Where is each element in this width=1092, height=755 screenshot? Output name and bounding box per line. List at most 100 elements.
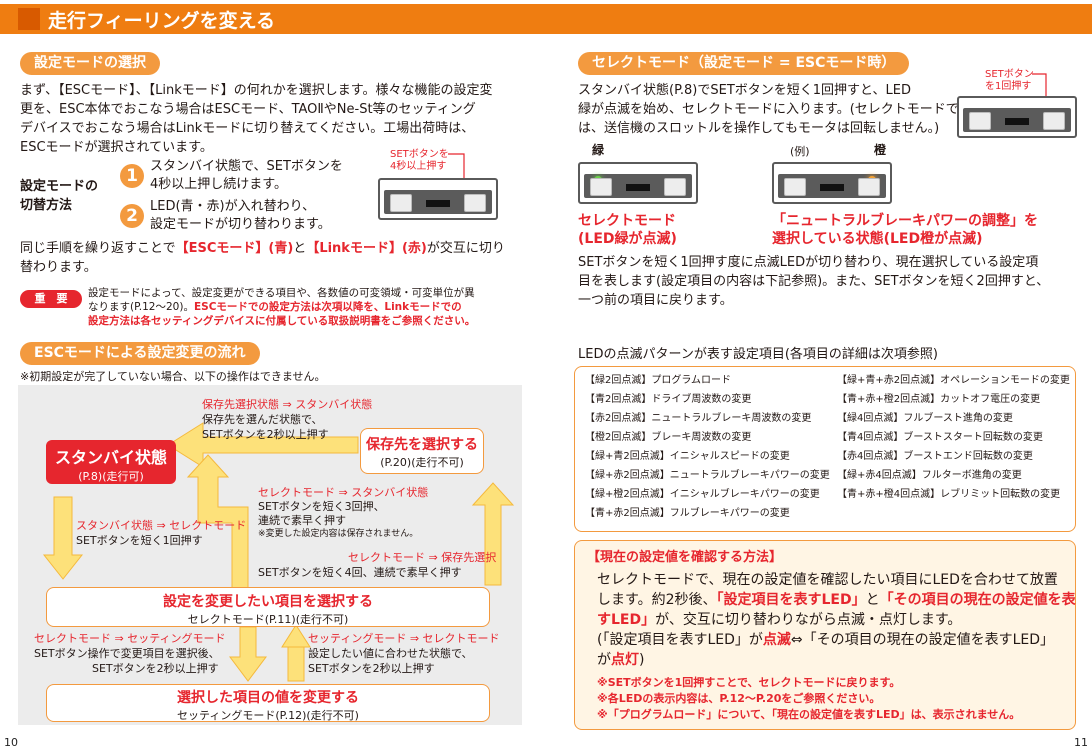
- caption-orange-1: 「ニュートラルブレーキパワーの調整」を: [772, 213, 1038, 229]
- note-line-1: 設定モードによって、設定変更ができる項目や、各数値の可変領域・可変単位が異: [88, 287, 475, 299]
- esc-unit-image-right: [957, 96, 1077, 138]
- method-label-1: 設定モードの: [20, 179, 99, 194]
- select-title: 設定を変更したい項目を選択する: [163, 594, 373, 610]
- step-1-line-1: スタンバイ状態で、SETボタンを: [150, 159, 343, 174]
- confirm-note-2: ※各LEDの表示内容は、P.12〜P.20をご参照ください。: [597, 692, 881, 705]
- list-item: 【青+赤2回点滅】フルブレーキパワーの変更: [585, 508, 790, 519]
- arrow-mid1-note: ※変更した設定内容は保存されません。: [258, 529, 419, 539]
- list-item: 【赤4回点滅】ブーストエンド回転数の変更: [837, 451, 1033, 462]
- list-item: 【青+赤+橙4回点滅】レブリミット回転数の変更: [837, 489, 1061, 500]
- callout-line-icon: [448, 153, 465, 188]
- confirm-line-1: セレクトモードで、現在の設定値を確認したい項目にLEDを合わせて放置: [597, 572, 1058, 588]
- save-destination-box: 保存先を選択する (P.20)(走行不可): [360, 428, 484, 474]
- step-2-line-2: 設定モードが切り替わります。: [150, 217, 331, 232]
- flow-caution: ※初期設定が完了していない場合、以下の操作はできません。: [20, 370, 326, 383]
- page-number-right: 11: [1074, 736, 1088, 749]
- esc-button-left: [390, 194, 412, 212]
- select-item-box: 設定を変更したい項目を選択する セレクトモード(P.11)(走行不可): [46, 587, 490, 627]
- important-badge: 重 要: [20, 290, 82, 308]
- save-title: 保存先を選択する: [366, 437, 478, 453]
- intro-line-2: 更を、ESC本体でおこなう場合はESCモード、TAOⅡやNe-St等のセッティン…: [20, 102, 476, 117]
- step-1-number: 1: [120, 164, 144, 188]
- esc-orange-led-image: [772, 162, 892, 204]
- esc-button-left-orange: [784, 178, 806, 196]
- callout-set-4s-2: 4秒以上押す: [390, 161, 447, 172]
- confirm-note-1: ※SETボタンを1回押すことで、セレクトモードに戻ります。: [597, 676, 901, 689]
- change-title: 選択した項目の値を変更する: [177, 690, 359, 706]
- page-title: 走行フィーリングを変える: [48, 10, 276, 32]
- step-2-line-1: LED(青・赤)が入れ替わり、: [150, 199, 316, 214]
- caption-green-1: セレクトモード: [578, 213, 676, 229]
- arrow-bl-line-2: SETボタン操作で変更項目を選択後、: [34, 647, 220, 660]
- select-intro-3: は、送信機のスロットルを操作してもモータは回転しません。): [578, 121, 940, 136]
- header-bar: 走行フィーリングを変える: [0, 4, 1092, 34]
- standby-state-box: スタンバイ状態 (P.8)(走行可): [46, 440, 176, 484]
- arrow-bl-line-3: SETボタンを2秒以上押す: [92, 662, 219, 675]
- confirm-line-5: が点灯): [597, 652, 645, 668]
- method-label-2: 切替方法: [20, 198, 73, 213]
- esc-center-slot-green: [626, 184, 650, 191]
- arrow-br-title: セッティングモード ⇒ セレクトモード: [308, 632, 500, 645]
- arrow-top-title: 保存先選択状態 ⇒ スタンバイ状態: [202, 398, 373, 411]
- list-item: 【赤2回点滅】ニュートラルブレーキ周波数の変更: [585, 413, 812, 424]
- caption-green-2: (LED緑が点滅): [578, 231, 677, 247]
- select-intro-1: スタンバイ状態(P.8)でSETボタンを短く1回押すと、LED: [578, 83, 911, 98]
- confirm-title: 【現在の設定値を確認する方法】: [587, 550, 783, 565]
- led-pattern-title: LEDの点滅パターンが表す設定項目(各項目の詳細は次項参照): [578, 347, 938, 362]
- standby-title: スタンバイ状態: [54, 448, 167, 467]
- led-list-right: 【緑+青+赤2回点滅】オペレーションモードの変更 【青+赤+橙2回点滅】カットオ…: [837, 371, 1070, 504]
- arrow-mid2-line-2: SETボタンを短く4回、連続で素早く押す: [258, 566, 462, 579]
- save-sub: (P.20)(走行不可): [380, 456, 464, 469]
- confirm-note-3: ※「プログラムロード」について、「現在の設定値を表すLED」は、表示されません。: [597, 708, 1021, 721]
- intro-line-1: まず、【ESCモード】、【Linkモード】の何れかを選択します。様々な機能の設定…: [20, 83, 493, 98]
- section-title-select-mode: セレクトモード（設定モード = ESCモード時）: [578, 52, 910, 75]
- led-pattern-table: 【緑2回点滅】プログラムロード 【青2回点滅】ドライブ周波数の変更 【赤2回点滅…: [574, 366, 1076, 532]
- intro-line-3: デバイスでおこなう場合はLinkモードに切り替えてください。工場出荷時は、: [20, 121, 475, 136]
- select-intro-2: 緑が点滅を始め、セレクトモードに入ります。(セレクトモードで: [578, 102, 959, 117]
- page-number-left: 10: [4, 736, 18, 749]
- flow-arrows: [42, 422, 515, 682]
- header-accent-block: [18, 8, 40, 30]
- callout-set-once-2: を1回押す: [985, 81, 1032, 92]
- green-label: 緑: [592, 143, 605, 157]
- esc-button-left-green: [590, 178, 612, 196]
- arrow-mid1-line-3: 連続で素早く押す: [258, 514, 346, 527]
- callout-set-4s-1: SETボタンを: [390, 149, 449, 160]
- list-item: 【青2回点滅】ドライブ周波数の変更: [585, 394, 752, 405]
- esc-unit-image: [378, 178, 498, 220]
- led-list-left: 【緑2回点滅】プログラムロード 【青2回点滅】ドライブ周波数の変更 【赤2回点滅…: [585, 371, 830, 523]
- esc-center-slot-orange: [820, 184, 844, 191]
- arrow-br-line-3: SETボタンを2秒以上押す: [308, 662, 435, 675]
- change-value-box: 選択した項目の値を変更する セッティングモード(P.12)(走行不可): [46, 684, 490, 722]
- list-item: 【緑+青+赤2回点滅】オペレーションモードの変更: [837, 375, 1070, 386]
- note-line-3: 設定方法は各セッティングデバイスに付属している取扱説明書をご参照ください。: [88, 315, 476, 327]
- esc-button-right-right: [1043, 112, 1065, 130]
- esc-button-right-orange: [858, 178, 880, 196]
- orange-label: 橙: [874, 143, 887, 157]
- esc-center-slot-right: [1005, 118, 1029, 125]
- select-desc-2: 目を表します(設定項目の内容は下記参照)。また、SETボタンを短く2回押すと、: [578, 274, 1050, 289]
- step-2-number: 2: [120, 204, 144, 228]
- arrow-mid1-title: セレクトモード ⇒ スタンバイ状態: [258, 486, 429, 499]
- arrow-bl-title: セレクトモード ⇒ セッティングモード: [34, 632, 226, 645]
- intro-line-4: ESCモードが選択されています。: [20, 140, 213, 155]
- esc-button-right: [464, 194, 486, 212]
- list-item: 【緑+橙2回点滅】イニシャルブレーキパワーの変更: [585, 489, 820, 500]
- section-title-mode-select: 設定モードの選択: [20, 52, 160, 75]
- arrow-top-line-2: 保存先を選んだ状態で、: [202, 413, 323, 426]
- arrow-br-line-2: 設定したい値に合わせた状態で、: [308, 647, 473, 660]
- arrow-left-title: スタンバイ状態 ⇒ セレクトモード: [76, 519, 247, 532]
- caption-orange-2: 選択している状態(LED橙が点滅): [772, 231, 983, 247]
- select-desc-3: 一つ前の項目に戻ります。: [578, 293, 733, 308]
- list-item: 【緑+青2回点滅】イニシャルスピードの変更: [585, 451, 790, 462]
- list-item: 【緑4回点滅】フルブースト進角の変更: [837, 413, 1013, 424]
- example-label: (例): [790, 145, 810, 158]
- list-item: 【橙2回点滅】ブレーキ周波数の変更: [585, 432, 752, 443]
- toggle-sentence-1: 同じ手順を繰り返すことで【ESCモード】(青)と【Linkモード】(赤)が交互に…: [20, 241, 505, 256]
- list-item: 【緑+赤2回点滅】ニュートラルブレーキパワーの変更: [585, 470, 830, 481]
- list-item: 【緑+赤4回点滅】フルターボ進角の変更: [837, 470, 1022, 481]
- step-1-line-2: 4秒以上押し続けます。: [150, 177, 287, 192]
- note-line-2: なります(P.12〜20)。ESCモードでの設定方法は次項以降を、Linkモード…: [88, 301, 462, 313]
- arrow-top-line-3: SETボタンを2秒以上押す: [202, 428, 329, 441]
- confirm-line-3: すLED」が、交互に切り替わりながら点滅・点灯します。: [597, 612, 962, 628]
